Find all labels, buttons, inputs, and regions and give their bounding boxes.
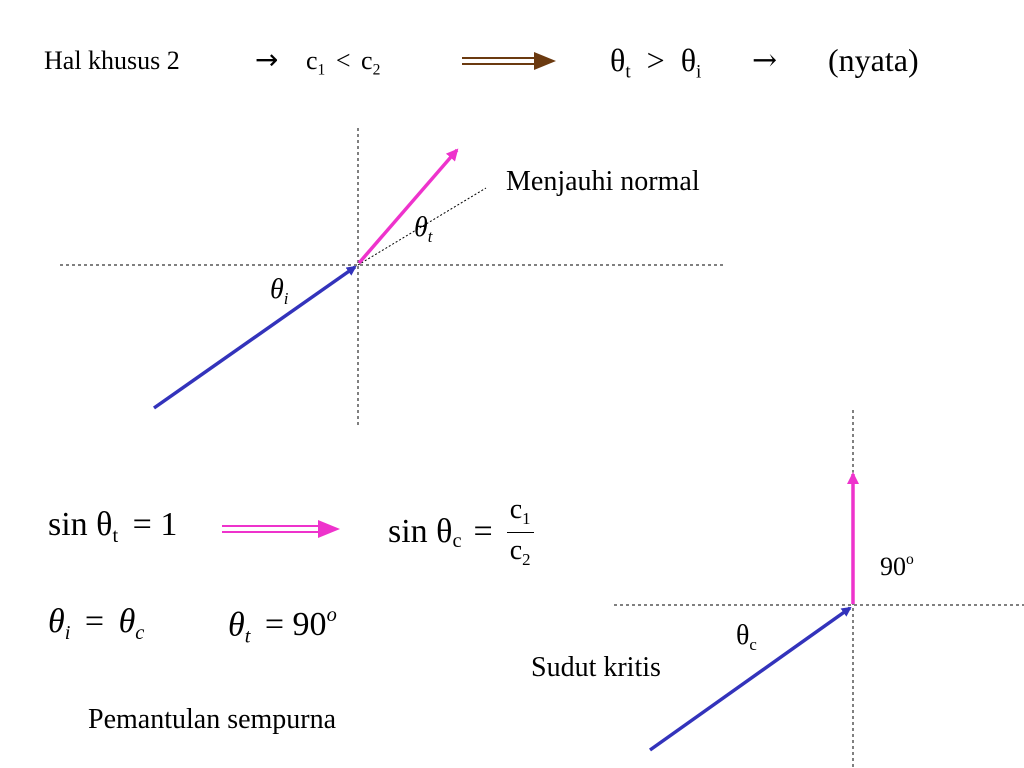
implies-arrow-brown	[462, 52, 556, 70]
away-from-normal-label: Menjauhi normal	[506, 166, 700, 197]
theta-c-label: θc	[736, 620, 757, 654]
incident-ray-2	[648, 606, 852, 752]
arrow-icon: →	[255, 43, 279, 76]
angle-90-label: 90o	[880, 551, 914, 581]
speed-inequality: c1 < c2	[306, 46, 381, 79]
case-label: Hal khusus 2	[44, 46, 180, 75]
theta-i-equals-theta-c: θi = θc	[48, 603, 145, 645]
result-label: (nyata)	[828, 42, 919, 78]
theta-t-label: θt	[414, 212, 433, 246]
theta-t-equals-90: θt = 90o	[228, 604, 337, 648]
theta-i-label: θi	[270, 274, 289, 308]
sin-theta-t-equation: sin θt = 1	[48, 506, 178, 548]
arrow2-icon: →	[752, 43, 778, 78]
angle-inequality: θt > θi	[610, 42, 702, 83]
implies-arrow-pink	[222, 520, 340, 538]
total-reflection-label: Pemantulan sempurna	[88, 704, 337, 735]
critical-angle-label: Sudut kritis	[531, 652, 661, 683]
extension-line-1	[357, 187, 487, 266]
refracted-ray-1	[357, 148, 459, 265]
incident-ray-1	[152, 265, 357, 410]
